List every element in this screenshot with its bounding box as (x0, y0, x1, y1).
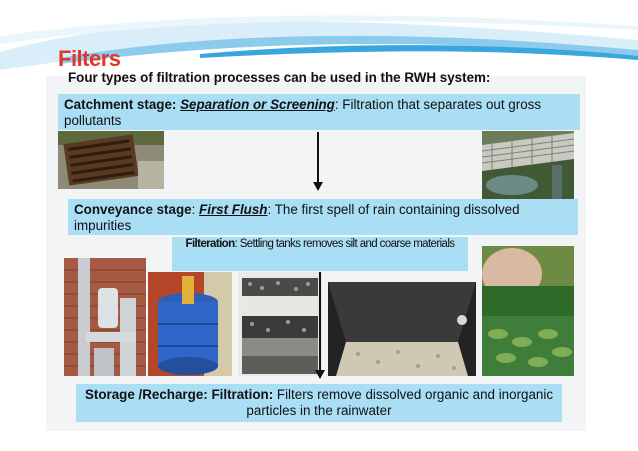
downpipe-photo (64, 258, 146, 376)
storage-text: Filters remove dissolved organic and ino… (246, 387, 554, 418)
catchment-box: Catchment stage: Separation or Screening… (58, 94, 580, 130)
filteration-label: Filteration (185, 238, 236, 250)
gutter-screen-photo (482, 131, 574, 199)
slide-title: Filters (58, 46, 121, 71)
flow-arrow-1-head (313, 182, 323, 191)
blue-barrel-photo (148, 272, 232, 376)
conveyance-label: Conveyance stage (74, 202, 192, 217)
filteration-box: Filteration: Settling tanks removes silt… (172, 237, 468, 271)
filter-layers-photo (238, 272, 322, 376)
conveyance-method: First Flush (199, 202, 268, 217)
filteration-text: : Settling tanks removes silt and coarse… (234, 238, 456, 250)
flow-arrow-2 (319, 272, 321, 372)
flow-arrow-2-head (315, 370, 325, 379)
intro-text: Four types of filtration processes can b… (68, 70, 491, 85)
catchment-method: Separation or Screening (180, 97, 335, 112)
settling-tank-photo (328, 282, 476, 376)
storage-label: Storage /Recharge: Filtration: (84, 387, 274, 402)
conveyance-text: : The first spell of rain containing dis… (74, 202, 520, 233)
flow-arrow-1 (317, 132, 319, 184)
storage-box: Storage /Recharge: Filtration: Filters r… (76, 384, 562, 422)
drain-grate-photo (58, 131, 164, 189)
pond-garden-photo (482, 246, 574, 376)
catchment-label: Catchment stage: (64, 97, 181, 112)
conveyance-sep: : (191, 202, 200, 217)
conveyance-box: Conveyance stage: First Flush: The first… (68, 199, 578, 235)
header-swoosh (0, 15, 638, 70)
catchment-text: : Filtration that separates out gross po… (64, 97, 542, 128)
